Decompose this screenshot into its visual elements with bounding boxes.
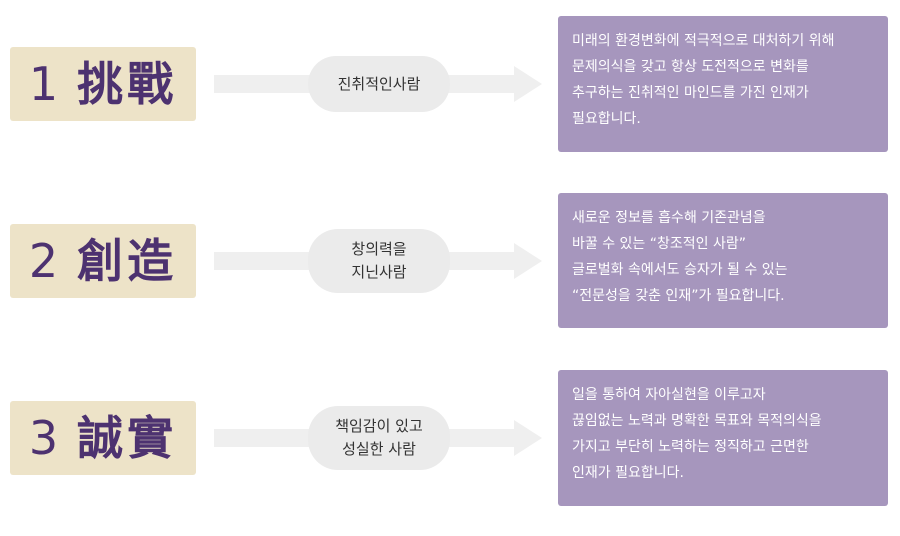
desc-line: 추구하는 진취적인 마인드를 가진 인재가 (572, 85, 809, 101)
desc-line: 문제의식을 갖고 항상 도전적으로 변화를 (572, 59, 809, 75)
value-row-creativity: 2 創造 창의력을 지닌사람 새로운 정보를 흡수해 기존관념을 바꿀 수 있는… (0, 193, 900, 333)
desc-line: 끊임없는 노력과 명확한 목표와 목적의식을 (572, 413, 822, 429)
value-pill: 책임감이 있고 성실한 사람 (308, 406, 450, 470)
desc-line: 바꿀 수 있는 “창조적인 사람” (572, 236, 746, 252)
desc-line: 필요합니다. (572, 111, 641, 127)
value-label: 3 誠實 (10, 401, 196, 475)
value-pill: 창의력을 지닌사람 (308, 229, 450, 293)
desc-line: 일을 통하여 자아실현을 이루고자 (572, 387, 766, 403)
pill-line: 진취적인사람 (337, 74, 421, 93)
desc-line: 미래의 환경변화에 적극적으로 대처하기 위해 (572, 33, 835, 49)
pill-line: 책임감이 있고 (335, 417, 423, 435)
value-label: 2 創造 (10, 224, 196, 298)
value-row-sincerity: 3 誠實 책임감이 있고 성실한 사람 일을 통하여 자아실현을 이루고자 끊임… (0, 370, 900, 510)
desc-line: 새로운 정보를 흡수해 기존관념을 (572, 210, 766, 226)
value-description: 일을 통하여 자아실현을 이루고자 끊임없는 노력과 명확한 목표와 목적의식을… (558, 370, 888, 506)
desc-line: 가지고 부단히 노력하는 정직하고 근면한 (572, 439, 809, 455)
value-description: 미래의 환경변화에 적극적으로 대처하기 위해 문제의식을 갖고 항상 도전적으… (558, 16, 888, 152)
value-pill: 진취적인사람 (308, 56, 450, 112)
desc-line: 인재가 필요합니다. (572, 465, 684, 481)
desc-line: “전문성을 갖춘 인재”가 필요합니다. (572, 288, 785, 304)
value-hanja: 創造 (77, 234, 178, 288)
value-number: 3 (28, 411, 60, 465)
pill-line: 창의력을 (351, 240, 407, 258)
value-label: 1 挑戰 (10, 47, 196, 121)
value-hanja: 誠實 (77, 411, 178, 465)
value-number: 1 (28, 57, 60, 111)
pill-line: 지닌사람 (351, 263, 407, 281)
pill-line: 성실한 사람 (342, 440, 416, 458)
value-description: 새로운 정보를 흡수해 기존관념을 바꿀 수 있는 “창조적인 사람” 글로벌화… (558, 193, 888, 328)
value-hanja: 挑戰 (77, 57, 178, 111)
value-row-challenge: 1 挑戰 진취적인사람 미래의 환경변화에 적극적으로 대처하기 위해 문제의식… (0, 16, 900, 156)
desc-line: 글로벌화 속에서도 승자가 될 수 있는 (572, 262, 788, 278)
value-number: 2 (28, 234, 60, 288)
